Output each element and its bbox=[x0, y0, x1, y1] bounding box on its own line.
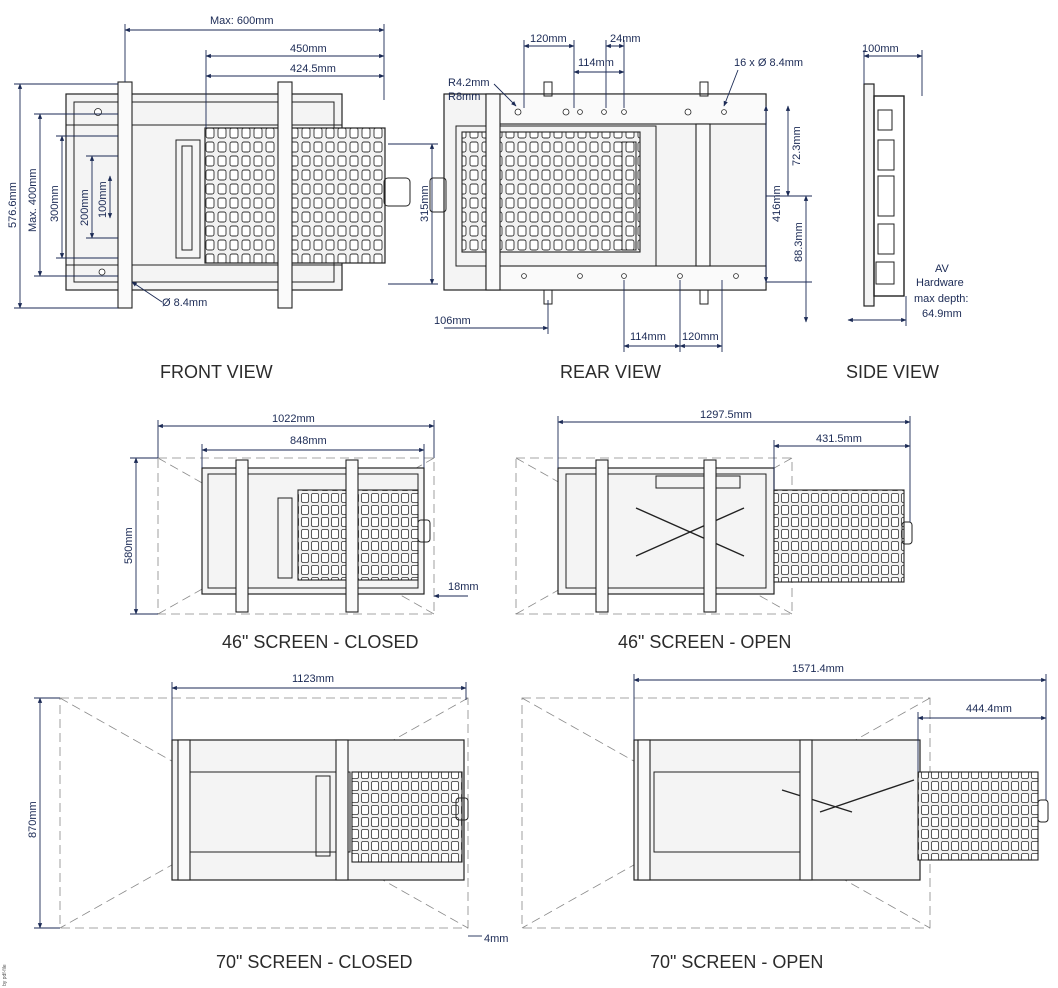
dim-front-max400: Max. 400mm bbox=[27, 168, 39, 232]
caption-46-closed: 46" SCREEN - CLOSED bbox=[222, 632, 418, 652]
dim-rear-holes: 16 x Ø 8.4mm bbox=[734, 57, 803, 69]
front-vertical-rail-right bbox=[277, 81, 293, 309]
screen-46-open: 1297.5mm 431.5mm 46" SCREEN - OPEN bbox=[515, 409, 913, 652]
dim-front-424: 424.5mm bbox=[290, 63, 336, 75]
side-av-line3: max depth: bbox=[914, 293, 968, 305]
side-av-line1: AV bbox=[935, 263, 950, 275]
rear-bottom-rail bbox=[485, 265, 767, 291]
dim-70o-1571: 1571.4mm bbox=[792, 663, 844, 675]
dim-46c-1022: 1022mm bbox=[272, 413, 315, 425]
dim-rear-120-bot: 120mm bbox=[682, 331, 719, 343]
front-av-tray bbox=[204, 127, 386, 264]
dim-front-hole: Ø 8.4mm bbox=[162, 297, 207, 309]
caption-front-view: FRONT VIEW bbox=[160, 362, 273, 382]
screen-70-closed: 1123mm 870mm 4mm 70" SCREEN - CLOSED bbox=[27, 673, 508, 972]
dim-46c-848: 848mm bbox=[290, 435, 327, 447]
46-open-tray bbox=[773, 489, 905, 583]
dim-front-max-width: Max: 600mm bbox=[210, 15, 274, 27]
dim-70c-870: 870mm bbox=[27, 801, 39, 838]
dim-front-450: 450mm bbox=[290, 43, 327, 55]
rear-top-rail bbox=[485, 93, 767, 125]
caption-70-open: 70" SCREEN - OPEN bbox=[650, 952, 823, 972]
70-closed-tray bbox=[351, 771, 463, 863]
70-open-rail-left bbox=[637, 739, 651, 881]
front-vertical-rail-left bbox=[117, 81, 133, 309]
dim-front-315: 315mm bbox=[419, 185, 431, 222]
dim-rear-24: 24mm bbox=[610, 33, 641, 45]
dim-rear-88: 88.3mm bbox=[793, 222, 805, 262]
70-open-rail-right bbox=[799, 739, 813, 881]
dim-rear-114-bot: 114mm bbox=[630, 331, 666, 343]
46-open-rail-left bbox=[595, 459, 609, 613]
dim-front-200: 200mm bbox=[79, 189, 91, 226]
caption-side-view: SIDE VIEW bbox=[846, 362, 939, 382]
front-view: Max: 600mm 450mm 424.5mm 576.6mm Max. 40… bbox=[7, 15, 438, 382]
footer-credit: by pdf-file bbox=[2, 964, 8, 986]
dim-front-576: 576.6mm bbox=[7, 182, 19, 228]
46-closed-rail-left bbox=[235, 459, 249, 613]
dim-rear-120-top: 120mm bbox=[530, 33, 567, 45]
caption-rear-view: REAR VIEW bbox=[560, 362, 661, 382]
dim-rear-114-top: 114mm bbox=[578, 57, 614, 69]
caption-70-closed: 70" SCREEN - CLOSED bbox=[216, 952, 412, 972]
dim-rear-r8: R8mm bbox=[448, 91, 480, 103]
46-closed-screen-outline bbox=[157, 457, 435, 615]
46-open-rail-right bbox=[703, 459, 717, 613]
dim-46o-1297: 1297.5mm bbox=[700, 409, 752, 421]
screen-46-closed: 1022mm 848mm 580mm 18mm 46" SCREEN - CLO… bbox=[123, 413, 479, 652]
dim-rear-r42: R4.2mm bbox=[448, 77, 490, 89]
dim-front-100: 100mm bbox=[97, 181, 109, 218]
caption-46-open: 46" SCREEN - OPEN bbox=[618, 632, 791, 652]
dim-front-300: 300mm bbox=[49, 185, 61, 222]
dim-46o-431: 431.5mm bbox=[816, 433, 862, 445]
screen-70-open: 1571.4mm 444.4mm 70" SCREEN - OPEN bbox=[521, 663, 1049, 972]
dim-rear-106: 106mm bbox=[434, 315, 471, 327]
side-av-line2: Hardware bbox=[916, 277, 964, 289]
70-open-tray bbox=[917, 771, 1039, 861]
side-wall-plate bbox=[863, 83, 875, 307]
side-view: 100mm AV Hardware max depth: 64.9mm SIDE… bbox=[846, 43, 968, 382]
dim-46c-580: 580mm bbox=[123, 527, 135, 564]
rear-view: 120mm 114mm 24mm 16 x Ø 8.4mm R4.2mm R8m… bbox=[429, 33, 812, 382]
side-av-line4: 64.9mm bbox=[922, 308, 962, 320]
dim-70c-4: 4mm bbox=[484, 933, 508, 945]
dim-rear-416: 416mm bbox=[771, 185, 783, 222]
dim-70o-444: 444.4mm bbox=[966, 703, 1012, 715]
dim-rear-72: 72.3mm bbox=[791, 126, 803, 166]
70-closed-rail-left bbox=[177, 739, 191, 881]
dim-side-100: 100mm bbox=[862, 43, 899, 55]
dim-46c-18: 18mm bbox=[448, 581, 479, 593]
dim-70c-1123: 1123mm bbox=[292, 673, 334, 685]
70-closed-rail-right bbox=[335, 739, 349, 881]
46-closed-rail-right bbox=[345, 459, 359, 613]
